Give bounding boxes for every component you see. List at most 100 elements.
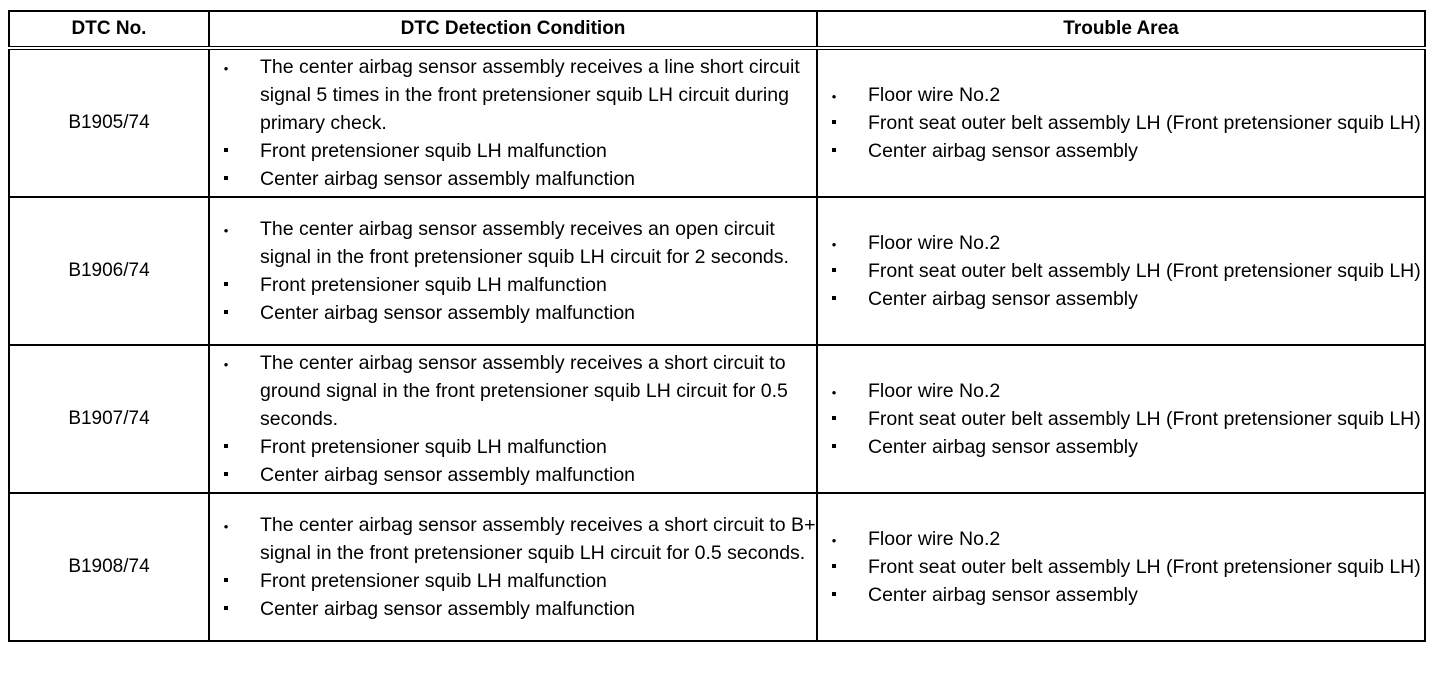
dtc-code-cell: B1908/74 (8, 492, 210, 642)
area-text: Front seat outer belt assembly LH (Front… (868, 408, 1421, 430)
square-bullet-icon (824, 581, 844, 609)
list-item: Center airbag sensor assembly malfunctio… (210, 165, 816, 193)
square-bullet-icon (824, 109, 844, 137)
list-item: Front pretensioner squib LH malfunction (210, 433, 816, 461)
trouble-area-list: Floor wire No.2 Front seat outer belt as… (818, 377, 1424, 461)
condition-cell: The center airbag sensor assembly receiv… (208, 344, 818, 494)
bullet-icon (216, 215, 236, 245)
square-bullet-icon (824, 405, 844, 433)
square-bullet-icon (216, 461, 236, 489)
list-item: Center airbag sensor assembly malfunctio… (210, 595, 816, 623)
condition-cell: The center airbag sensor assembly receiv… (208, 196, 818, 346)
condition-text: Front pretensioner squib LH malfunction (260, 140, 607, 162)
condition-list: The center airbag sensor assembly receiv… (210, 215, 816, 327)
bullet-icon (824, 81, 844, 111)
square-bullet-icon (216, 137, 236, 165)
square-bullet-icon (216, 271, 236, 299)
condition-text: Front pretensioner squib LH malfunction (260, 436, 607, 458)
bullet-icon (824, 525, 844, 555)
trouble-area-cell: Floor wire No.2 Front seat outer belt as… (816, 344, 1426, 494)
list-item: Floor wire No.2 (818, 81, 1424, 109)
dtc-code-cell: B1907/74 (8, 344, 210, 494)
dtc-code-cell: B1906/74 (8, 196, 210, 346)
dtc-code-cell: B1905/74 (8, 47, 210, 198)
square-bullet-icon (824, 433, 844, 461)
bullet-icon (824, 229, 844, 259)
header-trouble-area: Trouble Area (816, 10, 1426, 50)
trouble-area-list: Floor wire No.2 Front seat outer belt as… (818, 525, 1424, 609)
list-item: Center airbag sensor assembly (818, 433, 1424, 461)
list-item: Front seat outer belt assembly LH (Front… (818, 109, 1424, 137)
condition-cell: The center airbag sensor assembly receiv… (208, 47, 818, 198)
list-item: Center airbag sensor assembly (818, 285, 1424, 313)
square-bullet-icon (216, 299, 236, 327)
condition-text: Center airbag sensor assembly malfunctio… (260, 464, 636, 486)
bullet-icon (216, 511, 236, 541)
list-item: Floor wire No.2 (818, 377, 1424, 405)
table-row: B1907/74 The center airbag sensor assemb… (8, 344, 1426, 494)
square-bullet-icon (824, 137, 844, 165)
area-text: Floor wire No.2 (868, 84, 1001, 106)
bullet-icon (216, 349, 236, 379)
area-text: Center airbag sensor assembly (868, 436, 1138, 458)
table-row: B1905/74 The center airbag sensor assemb… (8, 47, 1426, 198)
condition-cell: The center airbag sensor assembly receiv… (208, 492, 818, 642)
area-text: Center airbag sensor assembly (868, 288, 1138, 310)
list-item: Front pretensioner squib LH malfunction (210, 271, 816, 299)
area-text: Floor wire No.2 (868, 528, 1001, 550)
condition-text: Front pretensioner squib LH malfunction (260, 570, 607, 592)
header-detection-condition: DTC Detection Condition (208, 10, 818, 50)
area-text: Center airbag sensor assembly (868, 584, 1138, 606)
square-bullet-icon (824, 553, 844, 581)
area-text: Floor wire No.2 (868, 380, 1001, 402)
square-bullet-icon (216, 567, 236, 595)
square-bullet-icon (824, 285, 844, 313)
area-text: Front seat outer belt assembly LH (Front… (868, 112, 1421, 134)
table-row: B1906/74 The center airbag sensor assemb… (8, 196, 1426, 346)
list-item: Floor wire No.2 (818, 525, 1424, 553)
trouble-area-list: Floor wire No.2 Front seat outer belt as… (818, 229, 1424, 313)
square-bullet-icon (216, 595, 236, 623)
header-row: DTC No. DTC Detection Condition Trouble … (8, 10, 1426, 50)
list-item: The center airbag sensor assembly receiv… (210, 53, 816, 137)
condition-list: The center airbag sensor assembly receiv… (210, 511, 816, 623)
list-item: Center airbag sensor assembly malfunctio… (210, 461, 816, 489)
table-row: B1908/74 The center airbag sensor assemb… (8, 492, 1426, 642)
condition-text: The center airbag sensor assembly receiv… (260, 352, 788, 430)
condition-text: The center airbag sensor assembly receiv… (260, 514, 816, 564)
trouble-area-cell: Floor wire No.2 Front seat outer belt as… (816, 47, 1426, 198)
condition-text: Center airbag sensor assembly malfunctio… (260, 302, 636, 324)
area-text: Front seat outer belt assembly LH (Front… (868, 556, 1421, 578)
area-text: Front seat outer belt assembly LH (Front… (868, 260, 1421, 282)
header-dtc-no: DTC No. (8, 10, 210, 50)
list-item: Front pretensioner squib LH malfunction (210, 567, 816, 595)
condition-list: The center airbag sensor assembly receiv… (210, 53, 816, 193)
list-item: The center airbag sensor assembly receiv… (210, 511, 816, 567)
condition-text: Center airbag sensor assembly malfunctio… (260, 598, 636, 620)
list-item: Front pretensioner squib LH malfunction (210, 137, 816, 165)
area-text: Floor wire No.2 (868, 232, 1001, 254)
trouble-area-cell: Floor wire No.2 Front seat outer belt as… (816, 492, 1426, 642)
list-item: The center airbag sensor assembly receiv… (210, 215, 816, 271)
condition-text: The center airbag sensor assembly receiv… (260, 218, 789, 268)
list-item: Center airbag sensor assembly (818, 581, 1424, 609)
trouble-area-list: Floor wire No.2 Front seat outer belt as… (818, 81, 1424, 165)
condition-text: Center airbag sensor assembly malfunctio… (260, 168, 636, 190)
list-item: Center airbag sensor assembly (818, 137, 1424, 165)
area-text: Center airbag sensor assembly (868, 140, 1138, 162)
bullet-icon (216, 53, 236, 83)
condition-text: Front pretensioner squib LH malfunction (260, 274, 607, 296)
list-item: Front seat outer belt assembly LH (Front… (818, 405, 1424, 433)
bullet-icon (824, 377, 844, 407)
square-bullet-icon (216, 433, 236, 461)
square-bullet-icon (216, 165, 236, 193)
dtc-table: DTC No. DTC Detection Condition Trouble … (8, 10, 1426, 642)
condition-text: The center airbag sensor assembly receiv… (260, 56, 800, 134)
condition-list: The center airbag sensor assembly receiv… (210, 349, 816, 489)
list-item: Front seat outer belt assembly LH (Front… (818, 553, 1424, 581)
trouble-area-cell: Floor wire No.2 Front seat outer belt as… (816, 196, 1426, 346)
square-bullet-icon (824, 257, 844, 285)
list-item: Center airbag sensor assembly malfunctio… (210, 299, 816, 327)
list-item: Floor wire No.2 (818, 229, 1424, 257)
list-item: The center airbag sensor assembly receiv… (210, 349, 816, 433)
